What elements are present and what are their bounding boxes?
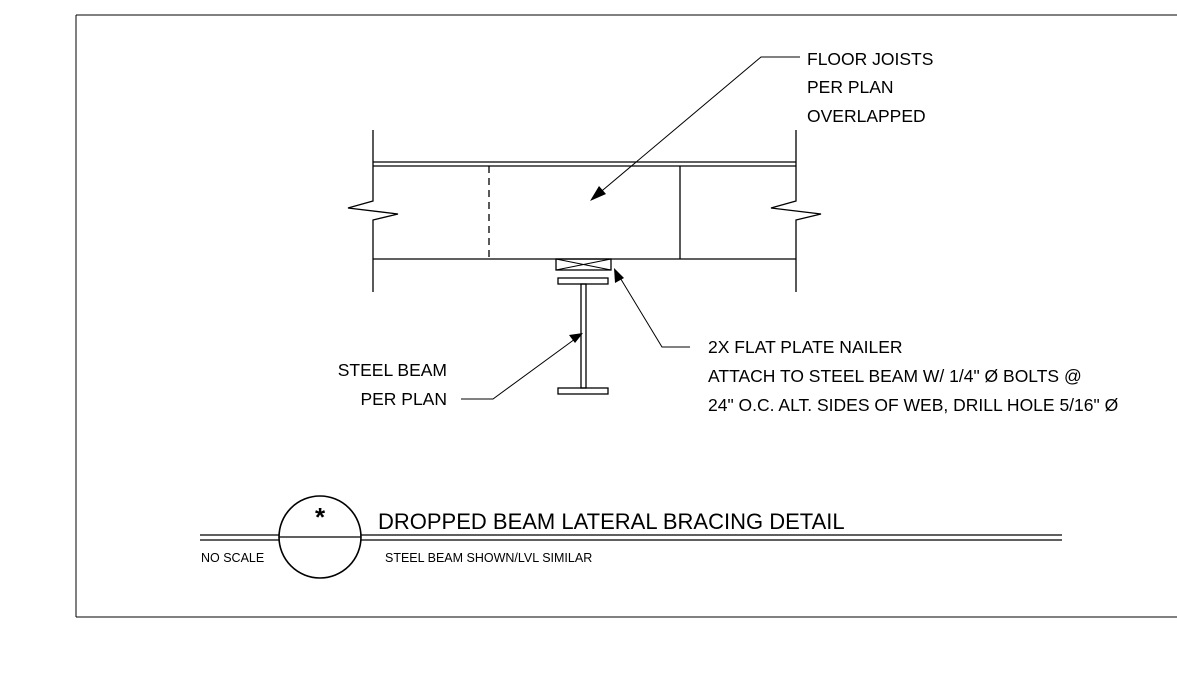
- nailer-line-3: 24" O.C. ALT. SIDES OF WEB, DRILL HOLE 5…: [708, 395, 1119, 415]
- floor-joists-line-1: FLOOR JOISTS: [807, 49, 933, 69]
- nailer-line-1: 2X FLAT PLATE NAILER: [708, 337, 903, 357]
- detail-title-block: * DROPPED BEAM LATERAL BRACING DETAIL ST…: [200, 495, 1062, 579]
- nailer-callout: 2X FLAT PLATE NAILER ATTACH TO STEEL BEA…: [708, 337, 1119, 415]
- steel-beam-line-2: PER PLAN: [360, 389, 447, 409]
- floor-joists-line-3: OVERLAPPED: [807, 106, 926, 126]
- steel-beam-leader: [461, 333, 583, 400]
- nailer-leader: [614, 268, 690, 348]
- plate-nailer: [555, 258, 612, 271]
- nailer-line-2: ATTACH TO STEEL BEAM W/ 1/4" Ø BOLTS @: [708, 366, 1082, 386]
- floor-joists-callout: FLOOR JOISTS PER PLAN OVERLAPPED: [807, 49, 933, 126]
- steel-beam-callout: STEEL BEAM PER PLAN: [338, 360, 447, 409]
- floor-joists-leader: [590, 56, 800, 201]
- detail-marker: *: [315, 502, 326, 532]
- steel-beam-line-1: STEEL BEAM: [338, 360, 447, 380]
- floor-joists-line-2: PER PLAN: [807, 77, 894, 97]
- sheet-border: [75, 14, 1177, 618]
- detail-subtitle: STEEL BEAM SHOWN/LVL SIMILAR: [385, 551, 592, 565]
- detail-title: DROPPED BEAM LATERAL BRACING DETAIL: [378, 509, 845, 534]
- scale-label: NO SCALE: [201, 551, 264, 565]
- floor-joists: [347, 130, 822, 292]
- steel-i-beam: [557, 277, 609, 395]
